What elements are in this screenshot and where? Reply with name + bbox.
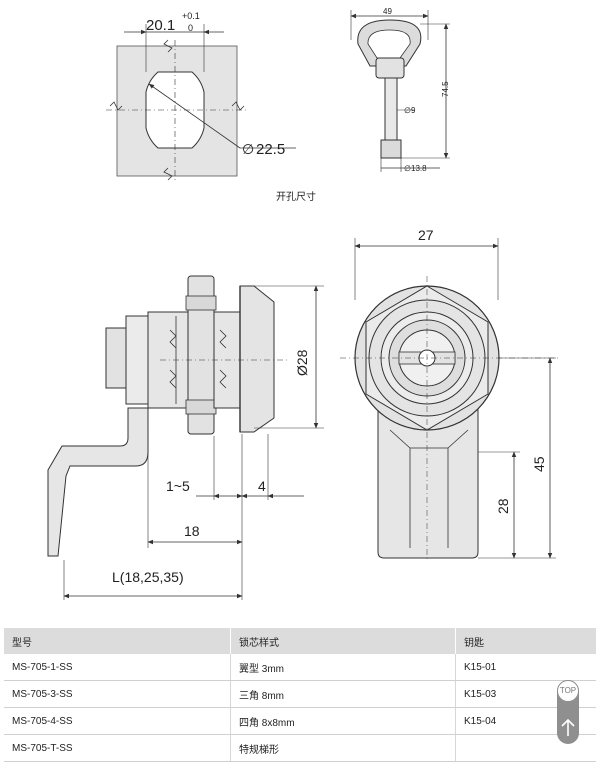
arrow-up-icon [561,718,575,736]
table-row: MS-705-4-SS 四角 8x8mm K15-04 [4,707,596,735]
cutout-diameter-label: 22.5 [256,141,285,158]
screw-washer [125,315,149,405]
cutout-caption: 开孔尺寸 [276,190,316,203]
cam-height-label: 28 [495,498,511,514]
length-l-label: L(18,25,35) [112,569,184,585]
cell-model: MS-705-1-SS [4,654,231,681]
screw-head [105,327,127,389]
front-view: 27 28 45 [340,227,560,562]
front-width-label: 27 [418,227,434,243]
cell-core-style: 三角 8mm [230,680,456,708]
panel-range-label: 1~5 [166,478,190,494]
cell-model: MS-705-T-SS [4,734,231,762]
cell-model: MS-705-4-SS [4,707,231,735]
table-row: MS-705-1-SS 翼型 3mm K15-01 [4,654,596,681]
header-key: 钥匙 [455,628,596,654]
key-base [380,139,402,159]
panel-cutout-view: ∅ 22.5 20.1 +0.1 0 [106,11,296,182]
side-diameter-label: Ø28 [294,349,310,376]
key-shaft-dia-symbol: ∅ [404,106,411,115]
cell-core-style: 翼型 3mm [230,654,456,681]
thickness-label: 4 [258,478,266,494]
technical-drawing: ∅ 22.5 20.1 +0.1 0 49 74.5 ∅ 9 ∅ [47,7,560,600]
total-height-label: 45 [531,456,547,472]
cell-core-style: 特规梯形 [230,734,456,762]
cutout-width-label: 20.1 [146,17,175,34]
back-to-top-button[interactable]: TOP [557,680,579,744]
cell-core-style: 四角 8x8mm [230,707,456,735]
key-base-dia-symbol: ∅ [404,164,411,173]
spec-table: 型号 锁芯样式 钥匙 MS-705-1-SS 翼型 3mm K15-01 MS-… [4,628,596,762]
cell-model: MS-705-3-SS [4,680,231,708]
front-cam [377,409,479,559]
key-shaft-dia-label: 9 [411,106,416,115]
header-model: 型号 [4,628,231,654]
diameter-line [148,83,241,149]
side-view: Ø28 1~5 4 18 L(18,25,35) [47,275,324,600]
key-base-dia-label: 13.8 [411,164,427,173]
cam-arm [47,407,149,557]
key-view: 49 74.5 ∅ 9 ∅ 13.8 [350,7,450,173]
cutout-diameter-symbol: ∅ [242,141,254,157]
table-header-row: 型号 锁芯样式 钥匙 [4,628,596,654]
key-width-label: 49 [383,7,392,16]
header-core-style: 锁芯样式 [230,628,456,654]
key-head [375,57,405,79]
key-shaft [384,77,398,143]
key-height-label: 74.5 [441,81,450,97]
table-row: MS-705-T-SS 特规梯形 [4,734,596,762]
cutout-tol-lower: 0 [188,23,193,33]
table-row: MS-705-3-SS 三角 8mm K15-03 [4,680,596,708]
cell-key: K15-01 [455,654,596,681]
top-label: TOP [557,680,579,702]
lock-body [147,311,189,409]
bezel [239,285,275,433]
cutout-tol-upper: +0.1 [182,11,200,21]
thread-right [219,329,227,389]
length-18-label: 18 [184,523,200,539]
